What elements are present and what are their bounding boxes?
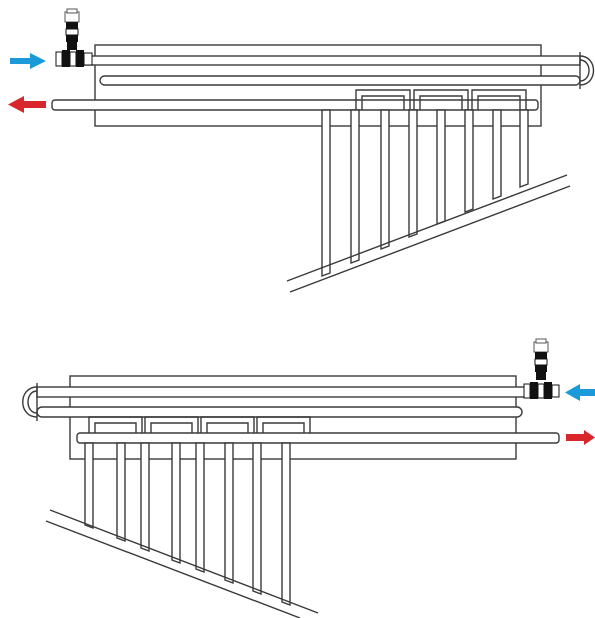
top-slope-line-2: [289, 185, 571, 293]
bottom-diagram: [22, 338, 595, 618]
top-diagram: [8, 8, 595, 293]
bottom-outlet-arrow: [566, 430, 595, 445]
top-slope-line-1: [286, 174, 568, 282]
bottom-middle-tube: [36, 406, 523, 418]
top-vertical-tubes: [321, 109, 529, 278]
top-middle-tube: [99, 75, 581, 86]
top-valve-icon: [55, 8, 93, 67]
bottom-valve-icon: [523, 338, 560, 399]
bottom-inlet-arrow: [565, 384, 595, 401]
top-upper-tube: [81, 55, 581, 66]
top-outlet-arrow: [8, 96, 46, 113]
bottom-outlet-tube: [76, 432, 560, 444]
top-manifolds: [355, 89, 527, 110]
top-inlet-arrow: [10, 53, 46, 69]
top-return-bend: [579, 55, 595, 86]
bottom-return-bend: [22, 386, 38, 418]
bottom-vertical-tubes: [84, 442, 291, 607]
bottom-upper-tube: [36, 386, 530, 398]
bottom-slope-line-2: [45, 520, 301, 618]
bottom-manifolds: [88, 416, 311, 433]
top-outlet-tube: [51, 99, 539, 111]
bottom-slope-line-1: [49, 509, 319, 614]
